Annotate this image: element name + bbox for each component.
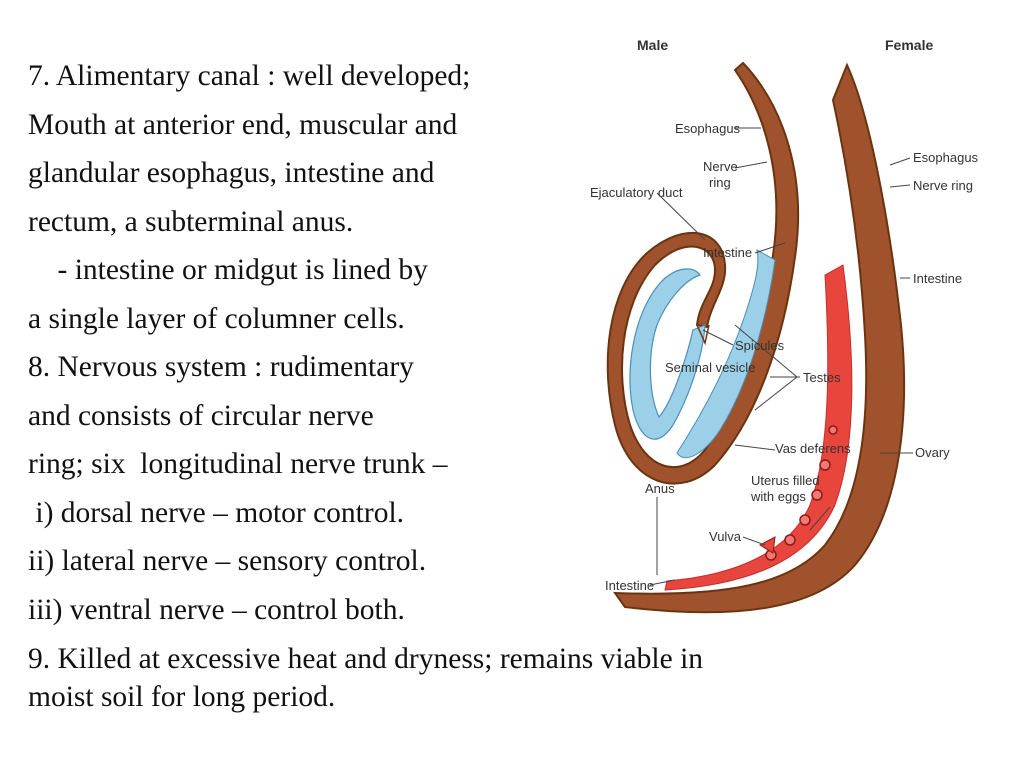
label-female-intestine: Intestine <box>913 271 962 286</box>
label-uterus-2: with eggs <box>750 489 806 504</box>
female-egg <box>811 489 823 501</box>
heading-male: Male <box>637 37 668 53</box>
female-ovary <box>664 264 853 591</box>
label-female-esophagus: Esophagus <box>913 150 979 165</box>
label-male-esophagus: Esophagus <box>675 121 741 136</box>
label-anus: Anus <box>645 481 675 496</box>
label-female-nerve-ring: Nerve ring <box>913 178 973 193</box>
label-seminal-vesicle: Seminal vesicle <box>665 360 755 375</box>
text-line: moist soil for long period. <box>28 681 336 713</box>
label-ejaculatory-duct: Ejaculatory duct <box>590 185 683 200</box>
male-testis <box>629 268 706 440</box>
nematode-anatomy-diagram: Male Female <box>585 25 1015 625</box>
label-vas-deferens: Vas deferens <box>775 441 851 456</box>
female-body-wall <box>613 62 906 614</box>
label-testes: Testes <box>803 370 841 385</box>
male-testis-upper <box>676 249 776 459</box>
text-line: and consists of circular nerve <box>28 399 374 432</box>
label-male-nerve-ring-2: ring <box>709 175 731 190</box>
female-egg <box>819 459 831 471</box>
text-line: 8. Nervous system : rudimentary <box>28 351 414 383</box>
text-line: ii) lateral nerve – sensory control. <box>28 545 427 577</box>
label-male-intestine: Intestine <box>703 245 752 260</box>
text-line: glandular esophagus, intestine and <box>28 157 435 189</box>
label-uterus-1: Uterus filled <box>751 473 820 488</box>
label-male-intestine-bottom: Intestine <box>605 578 654 593</box>
slide-bottom-text: 9. Killed at excessive heat and dryness;… <box>28 640 1008 716</box>
heading-female: Female <box>885 37 933 53</box>
text-line: ring; six longitudinal nerve trunk – <box>28 448 448 480</box>
label-vulva: Vulva <box>709 529 742 544</box>
text-line: 7. Alimentary canal : well developed; <box>28 60 471 92</box>
text-line: rectum, a subterminal anus. <box>28 205 354 238</box>
female-egg <box>784 534 796 546</box>
text-line: 9. Killed at excessive heat and dryness;… <box>28 643 704 675</box>
text-line: a single layer of columner cells. <box>28 302 405 335</box>
slide-body-text: 7. Alimentary canal : well developed; Mo… <box>28 52 608 634</box>
text-line: i) dorsal nerve – motor control. <box>28 496 405 529</box>
male-spicule <box>696 324 710 346</box>
female-vulva <box>758 536 776 554</box>
leader-lines <box>649 127 913 586</box>
text-line: iii) ventral nerve – control both. <box>28 593 405 626</box>
female-egg <box>799 514 811 526</box>
label-ovary: Ovary <box>915 445 950 460</box>
label-spicules: Spicules <box>735 338 785 353</box>
female-egg <box>828 425 838 435</box>
text-line: - intestine or midgut is lined by <box>28 254 428 286</box>
text-line: Mouth at anterior end, muscular and <box>28 108 458 141</box>
label-male-nerve-ring-1: Nerve <box>703 159 738 174</box>
diagram-svg: Male Female <box>590 37 979 614</box>
